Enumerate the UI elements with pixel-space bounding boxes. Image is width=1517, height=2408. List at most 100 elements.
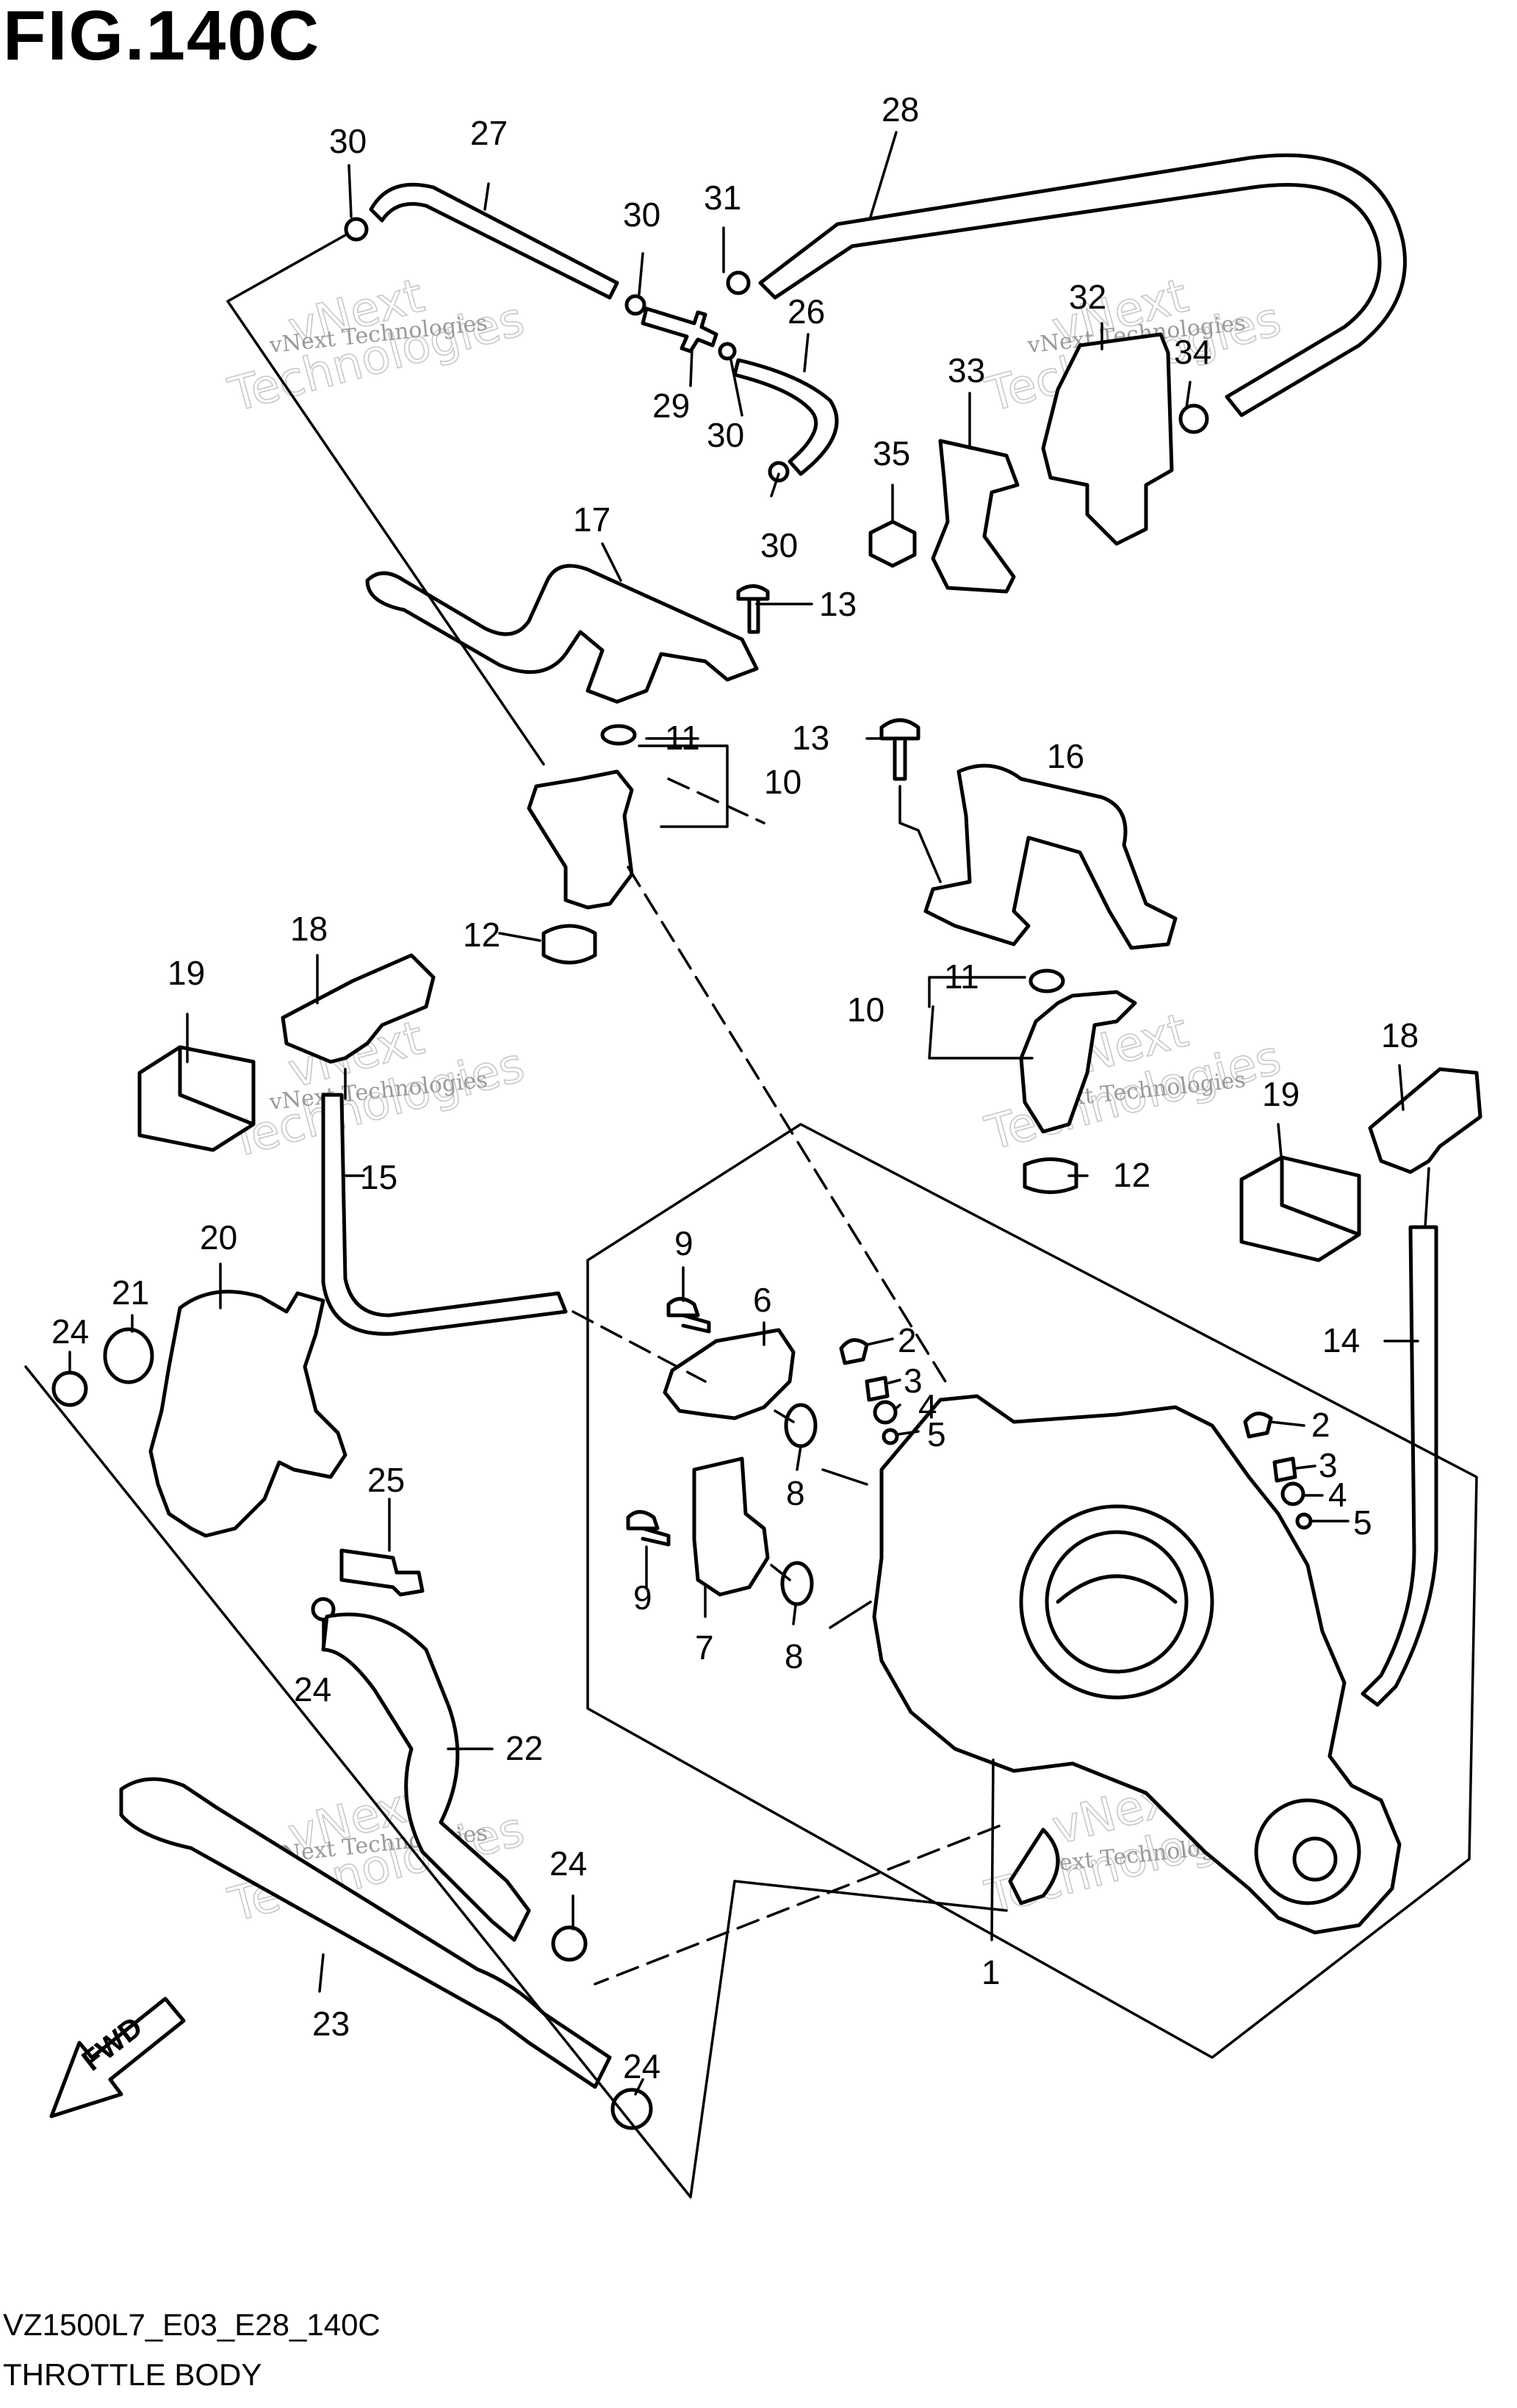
- callout-2: 2: [1311, 1406, 1330, 1444]
- boot-19b: [1239, 1155, 1361, 1262]
- bolt-25: [339, 1548, 425, 1597]
- callout-11: 11: [944, 957, 979, 996]
- callout-14: 14: [1322, 1321, 1360, 1359]
- sensor-6: [663, 1328, 796, 1420]
- clamps-30: [344, 217, 790, 483]
- small-parts-right: [1243, 1412, 1313, 1530]
- callout-18: 18: [290, 910, 328, 948]
- callout-9: 9: [633, 1578, 652, 1617]
- dashed-leaders: [572, 777, 1001, 1985]
- callout-16: 16: [1047, 737, 1084, 775]
- callout-15: 15: [360, 1158, 397, 1196]
- boot-19a: [137, 1045, 256, 1152]
- callout-33: 33: [948, 351, 985, 389]
- callout-24: 24: [294, 1670, 331, 1708]
- callout-30: 30: [707, 416, 744, 454]
- fwd-arrow: FWD: [49, 1997, 186, 2118]
- o-ring-21: [103, 1327, 154, 1384]
- fitting-29: [641, 306, 718, 353]
- screws-13: [736, 584, 920, 781]
- callout-4: 4: [1328, 1476, 1347, 1514]
- callout-labels: 30 27 28 30 31 26 29 30 30 32 33 34 35 1…: [51, 90, 1419, 2085]
- throttle-body-1: [872, 1394, 1402, 1935]
- cushion-12b: [1023, 1157, 1078, 1194]
- callout-19: 19: [167, 954, 205, 992]
- callout-31: 31: [704, 179, 741, 217]
- callout-22: 22: [505, 1729, 543, 1767]
- callout-12: 12: [1113, 1156, 1150, 1194]
- callout-18: 18: [1381, 1016, 1419, 1054]
- callout-10: 10: [764, 763, 801, 801]
- callout-12: 12: [463, 916, 500, 954]
- clamp-34: [1178, 403, 1209, 434]
- small-parts-left: [839, 1338, 899, 1445]
- callout-30: 30: [623, 195, 660, 234]
- callout-10: 10: [847, 991, 884, 1029]
- clamp-31: [726, 270, 751, 295]
- figure-title: FIG.140C: [3, 0, 321, 75]
- model-code: VZ1500L7_E03_E28_140C: [3, 2307, 381, 2342]
- callout-20: 20: [200, 1218, 237, 1257]
- cushion-12a: [541, 924, 597, 965]
- callout-5: 5: [1353, 1503, 1372, 1542]
- watermark-top-left: vNext Technologies vNext Technologies: [223, 268, 530, 424]
- callout-26: 26: [788, 292, 825, 331]
- callout-24: 24: [549, 1844, 587, 1883]
- callout-2: 2: [898, 1321, 917, 1359]
- callout-leaders: [68, 131, 1419, 2096]
- callout-23: 23: [312, 2005, 350, 2043]
- fuel-delivery-pipe-16: [923, 763, 1178, 950]
- callout-19: 19: [1262, 1075, 1300, 1113]
- o-ring-8b: [780, 1561, 814, 1606]
- callout-24: 24: [51, 1312, 89, 1351]
- screw-9a: [666, 1297, 711, 1334]
- clamps-24: [51, 1370, 653, 2130]
- o-ring-11a: [600, 724, 637, 746]
- valve-assembly-20: [148, 1290, 347, 1538]
- callout-30: 30: [760, 526, 798, 564]
- screw-9b: [626, 1510, 671, 1547]
- callout-24: 24: [623, 2047, 660, 2085]
- callout-32: 32: [1069, 278, 1106, 316]
- sensor-18a: [281, 953, 436, 1064]
- hose-28: [758, 153, 1407, 417]
- callout-21: 21: [112, 1273, 149, 1312]
- callout-17: 17: [573, 500, 610, 539]
- group-frame-left: [24, 1365, 1008, 2199]
- callout-30: 30: [329, 122, 367, 160]
- hose-14: [1361, 1225, 1438, 1707]
- callout-27: 27: [470, 114, 508, 152]
- hose-23: [119, 1777, 612, 2089]
- o-ring-11b: [1028, 968, 1065, 993]
- sensor-7: [692, 1456, 770, 1597]
- callout-29: 29: [652, 387, 690, 425]
- group-frame-right: [586, 1123, 1478, 2059]
- callout-6: 6: [753, 1281, 772, 1319]
- callout-3: 3: [1319, 1446, 1338, 1484]
- o-ring-8a: [784, 1403, 818, 1448]
- callout-1: 1: [981, 1953, 1001, 1991]
- callout-13: 13: [819, 585, 857, 623]
- group-frame-top: [226, 234, 545, 766]
- callout-35: 35: [873, 434, 910, 472]
- callout-28: 28: [882, 90, 919, 129]
- nut-35: [868, 520, 917, 568]
- callout-5: 5: [927, 1415, 946, 1453]
- hose-26: [732, 358, 839, 476]
- callout-34: 34: [1174, 333, 1211, 371]
- callout-4: 4: [918, 1387, 937, 1426]
- callout-9: 9: [674, 1224, 693, 1262]
- part-links: [344, 1068, 1430, 1629]
- callout-11: 11: [665, 719, 700, 757]
- solenoid-valve-32: [1041, 332, 1174, 546]
- callout-8: 8: [786, 1474, 805, 1512]
- section-name: THROTTLE BODY: [3, 2357, 262, 2392]
- callout-8: 8: [785, 1637, 804, 1675]
- bracket-33: [931, 439, 1020, 594]
- hose-22: [321, 1612, 531, 1942]
- callout-13: 13: [792, 719, 829, 757]
- injector-10a: [527, 769, 634, 910]
- fuel-delivery-pipe-17: [365, 564, 759, 704]
- callout-3: 3: [904, 1362, 923, 1400]
